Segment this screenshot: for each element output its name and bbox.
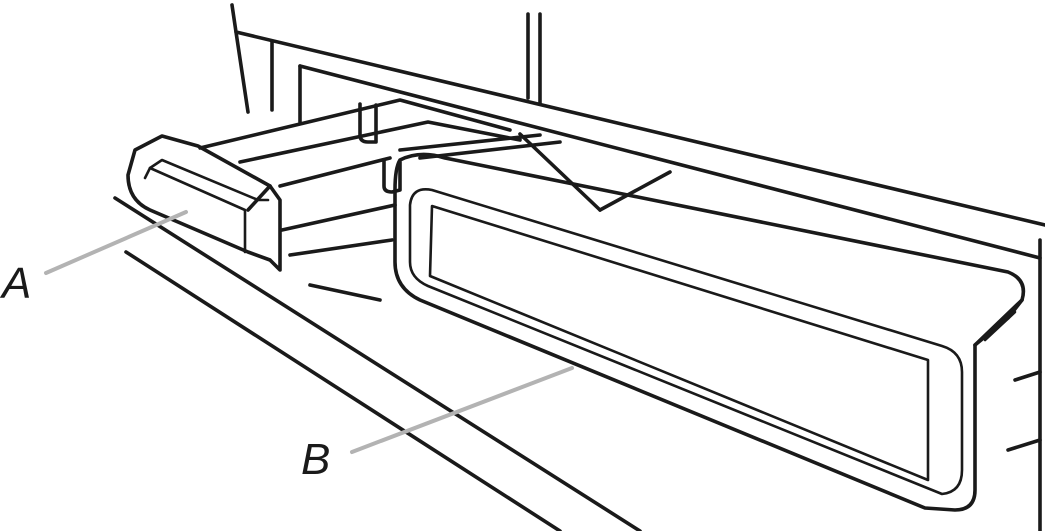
handle-b: [393, 152, 1026, 512]
leader-lines: [44, 210, 574, 454]
cabinet-frame: [230, 3, 1045, 531]
callout-label-b: B: [301, 435, 331, 484]
handle-a: [126, 134, 282, 272]
leader-line-b: [350, 366, 574, 454]
leader-line-a: [44, 210, 188, 275]
drawer-rails: [113, 196, 642, 531]
callout-label-a: A: [2, 259, 32, 308]
inner-tray: [198, 98, 672, 257]
